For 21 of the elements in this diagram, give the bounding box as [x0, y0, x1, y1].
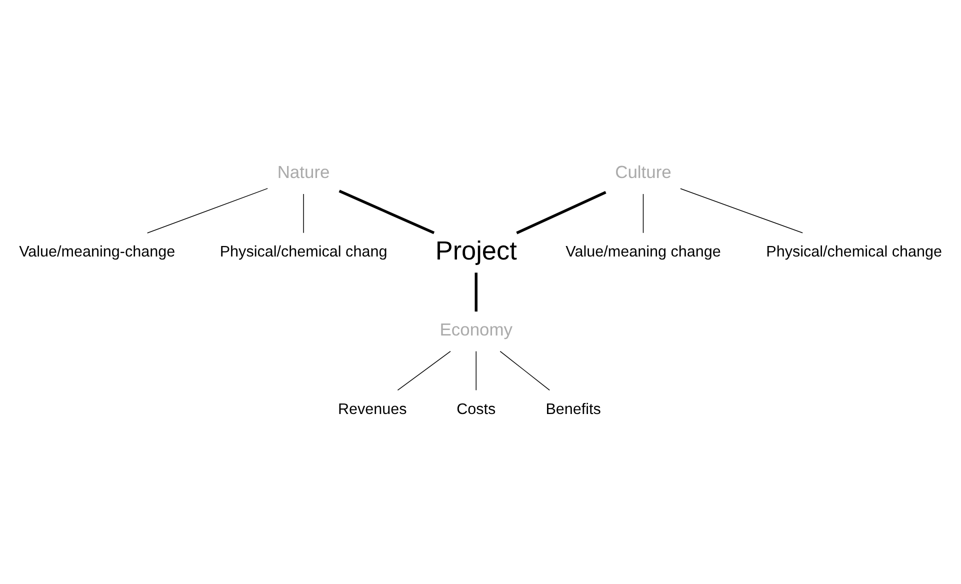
- node-text: Physical/chemical change: [766, 244, 942, 261]
- connector: [476, 350, 477, 391]
- node-text: Revenues: [338, 401, 407, 418]
- node-text: Value/meaning change: [566, 244, 721, 261]
- connector: [516, 191, 606, 234]
- node-text: Benefits: [546, 401, 601, 418]
- connector: [500, 350, 550, 391]
- node-text: Costs: [456, 401, 496, 418]
- connector: [680, 188, 803, 234]
- connector: [303, 194, 304, 234]
- connector: [146, 188, 268, 234]
- node-text: Culture: [615, 162, 672, 182]
- node-text: Value/meaning-change: [19, 244, 176, 261]
- node-text: Economy: [440, 319, 513, 340]
- node-text: Project: [435, 235, 517, 266]
- node-text: Physical/chemical chang: [220, 244, 388, 261]
- node-text: Nature: [277, 162, 330, 182]
- connector: [397, 350, 451, 391]
- connector: [642, 194, 644, 234]
- connector: [338, 190, 435, 234]
- connector: [474, 272, 478, 312]
